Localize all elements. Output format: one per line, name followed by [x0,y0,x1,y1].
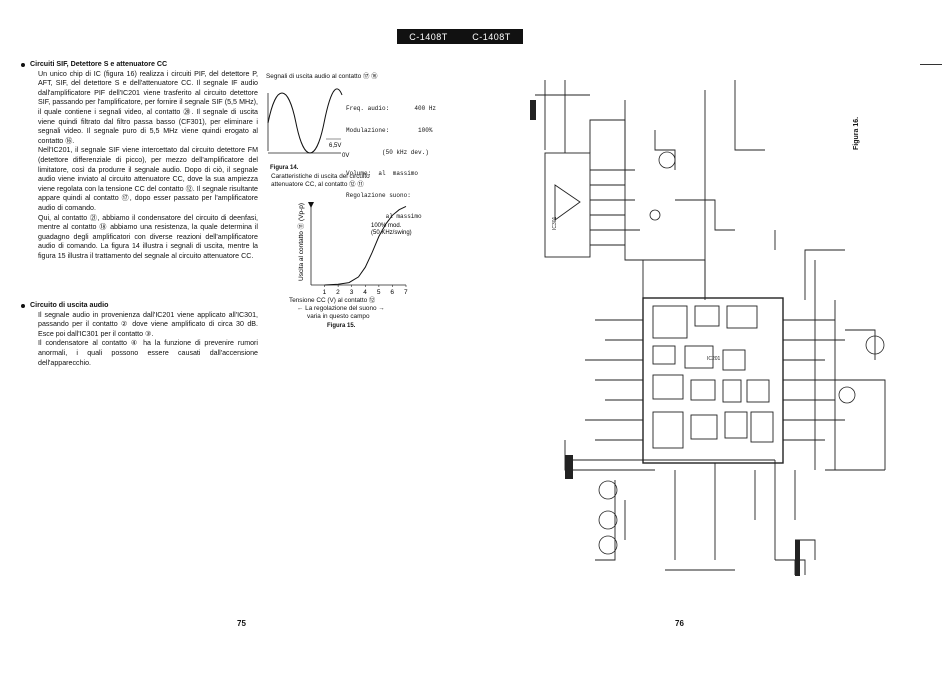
section-sif-title: Circuiti SIF, Detettore S e attenuatore … [21,60,258,70]
fig14-zero-label: 0V [342,153,349,159]
fig15-ticks: 1 2 3 4 5 6 7 [323,285,408,296]
fig15-note-2: varia in questo campo [307,313,370,320]
model-header: C-1408T C-1408T [397,29,523,44]
ic-label-main: IC201 [707,356,721,362]
fig15-curve [324,205,407,286]
model-right: C-1408T [472,31,511,42]
fig15-caption: Figura 15. [327,323,356,329]
ic201-block [642,297,784,464]
fig14-param-5: Regolazione suono: [346,191,411,199]
fig15-annotation-1: 100% mod. [371,223,402,229]
fig14-heading: Segnali di uscita audio al contatto ⑰ ⑯ [266,73,378,80]
left-page: Circuiti SIF, Detettore S e attenuatore … [21,60,436,628]
fig15-annotation-2: (50 KHz/swing) [371,230,412,236]
page-number-right: 76 [675,619,684,628]
fig14-param-2: Modulazione: 100% [346,127,433,135]
fig15-xtick-label-3: 3 [350,289,354,296]
fig14-param-1: Freq. audio: 400 Hz [346,105,437,113]
fig15-chart: Uscita al contatto ⑪ (Vp-p) 1 2 3 4 5 6 7 100%… [297,202,412,296]
fig15-xtick-label-6: 6 [390,289,394,296]
right-page: IC301 IC201 Figura 16. 76 [475,0,950,682]
fig14-param-6: al massimo [346,213,422,221]
amp-triangle [554,184,581,221]
ic-label-small: IC301 [552,216,558,230]
page-number-left: 75 [237,619,246,628]
fig14-waveform: 6,5V 0V [267,88,349,159]
corner-tick [920,64,942,65]
fig15-xtick-label-1: 1 [323,289,327,296]
section-sif-para-2: Nell'IC201, il segnale SIF viene interce… [38,146,258,212]
section-audio-para-1: Il segnale audio in provenienza dall'IC2… [38,310,258,338]
fig15-note: ← La regolazione del suono → [297,305,385,312]
fig14-param-3: (50 kHz dev.) [346,148,429,156]
fig14-caption: Figura 14. [270,165,299,171]
figure-16-label: Figura 16. [853,116,860,150]
fig15-xlabel: Tensione CC (V) al contatto ⑫ [289,297,376,304]
section-audio-out: Circuito di uscita audio Il segnale audi… [21,301,258,368]
fig14-param-4: Volume: al massimo [346,170,419,178]
section-sif-para-1: Un unico chip di IC (figura 16) realizza… [38,69,258,145]
fig15-xtick-label-2: 2 [336,289,340,296]
fig14-level-label: 6,5V [329,143,341,149]
section-sif-para-3: Qui, al contatto ㉑, abbiamo il condensat… [38,213,258,260]
fig15-xtick-label-4: 4 [363,289,367,296]
fig15-xtick-label-5: 5 [377,289,381,296]
fig15-ylabel: Uscita al contatto ⑪ (Vp-p) [297,203,305,281]
figure-15: Caratteristiche di uscita del circuito a… [271,173,421,329]
section-audio-title: Circuito di uscita audio [21,301,258,311]
section-audio-para-2: Il condensatore al contatto ④ ha la funz… [38,339,258,367]
section-sif: Circuiti SIF, Detettore S e attenuatore … [21,60,258,261]
fig14-params: Freq. audio: 400 Hz Modulazione: 100% (5… [346,91,436,235]
fig15-xtick-label-7: 7 [404,289,408,296]
figure-14: Segnali di uscita audio al contatto ⑰ ⑯ … [266,73,436,220]
fig15-heading: Caratteristiche di uscita del circuito a… [271,173,370,188]
fig15-marker [308,202,314,208]
ic301-block [544,152,591,258]
schematic-diagram: IC301 IC201 [530,80,886,576]
model-left: C-1408T [409,31,448,42]
